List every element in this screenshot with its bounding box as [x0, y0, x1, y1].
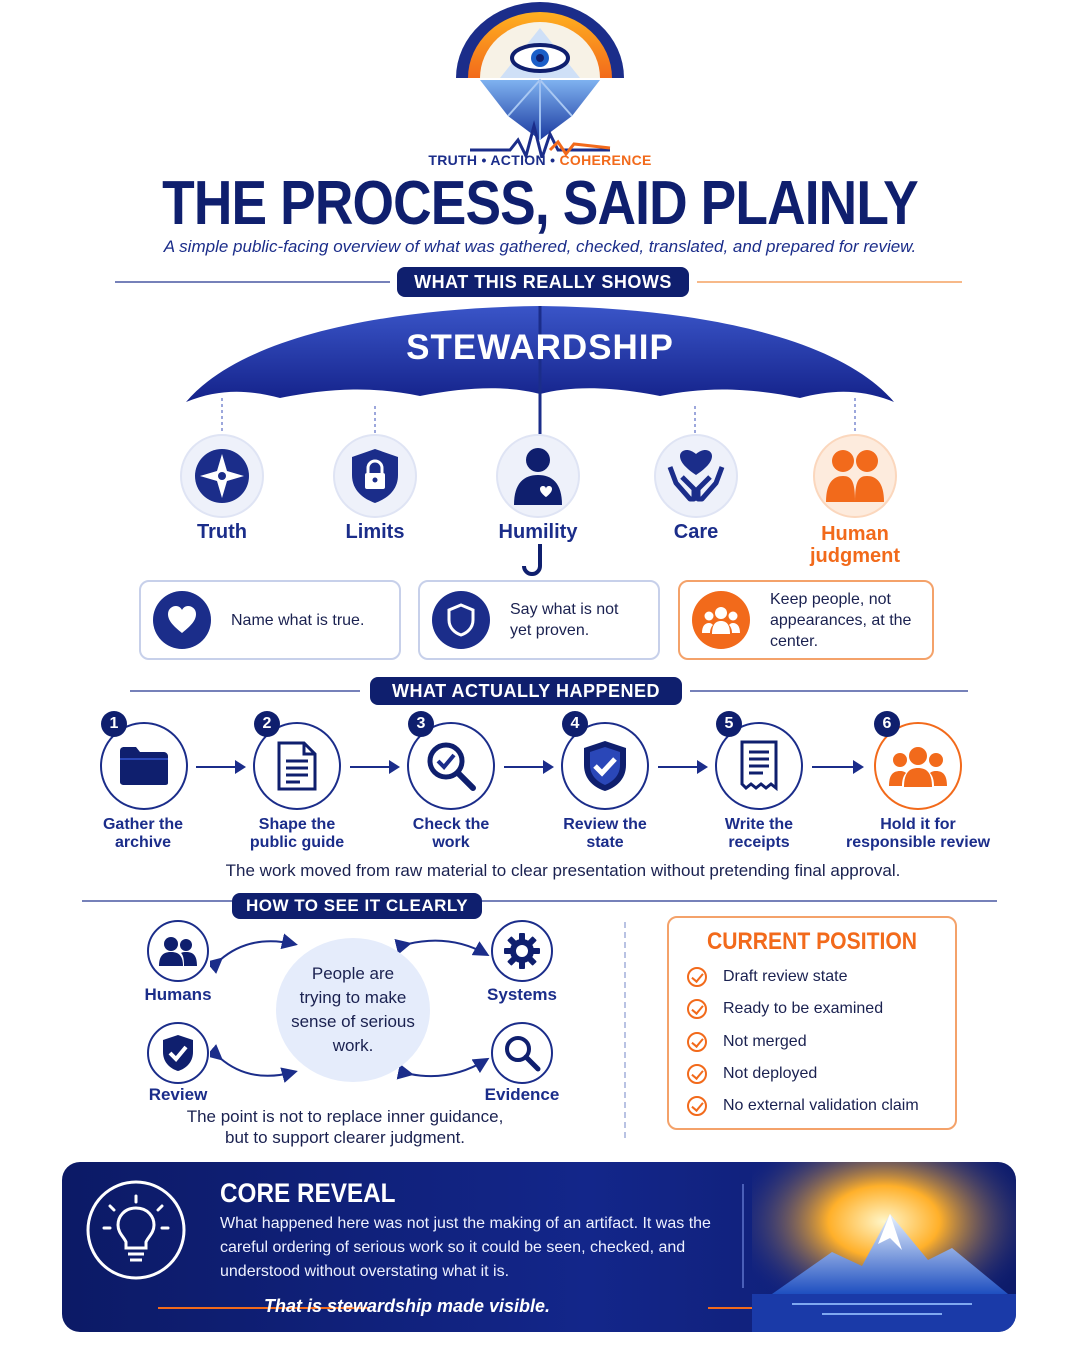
quote-rule-right	[708, 1307, 788, 1309]
tagline-truth: TRUTH	[428, 152, 478, 168]
virtue-label-human-judgment: Human judgment	[810, 523, 900, 567]
principle-card: Say what is not yet proven.	[418, 580, 660, 660]
node-label: Review	[148, 1085, 208, 1104]
arrow-right-icon	[196, 760, 246, 774]
check-circle-icon	[687, 999, 707, 1019]
shield-check-icon	[147, 1022, 209, 1084]
logo-emblem	[456, 2, 624, 158]
position-item: Ready to be examined	[687, 998, 883, 1020]
gear-icon	[491, 920, 553, 982]
principle-card: Name what is true.	[139, 580, 401, 660]
card-text: Say what is not yet proven.	[510, 601, 619, 639]
center-bubble: People are trying to make sense of serio…	[276, 938, 430, 1082]
tagline-separator: •	[481, 152, 487, 168]
node-label: Evidence	[484, 1085, 560, 1104]
card-text: Name what is true.	[231, 611, 365, 629]
step-number: 2	[254, 711, 280, 737]
step-number: 6	[874, 711, 900, 737]
divider-left	[115, 281, 390, 283]
tagline: TRUTH • ACTION • COHERENCE	[0, 152, 1080, 168]
core-reveal-body: What happened here was not just the maki…	[220, 1215, 711, 1280]
check-circle-icon	[687, 1032, 707, 1052]
step-number: 5	[716, 711, 742, 737]
divider-left	[82, 900, 232, 902]
step-number: 3	[408, 711, 434, 737]
page-title: THE PROCESS, SAID PLAINLY	[162, 169, 919, 238]
section-heading-shows: WHAT THIS REALLY SHOWS	[397, 267, 689, 297]
node-label: Systems	[487, 985, 557, 1004]
shield-icon	[432, 591, 490, 649]
umbrella-graphic	[186, 306, 894, 576]
position-item: Not merged	[687, 1031, 807, 1053]
virtue-label: Humility	[498, 521, 578, 543]
lightbulb-icon	[86, 1180, 186, 1280]
virtue-label: Truth	[197, 521, 247, 543]
virtue-label: Limits	[345, 521, 405, 543]
arrow-right-icon	[658, 760, 708, 774]
hands-heart-icon	[654, 434, 738, 518]
current-position-title: CURRENT POSITION	[706, 928, 918, 955]
core-reveal-quote: That is stewardship made visible.	[263, 1296, 551, 1316]
divider-right	[690, 690, 968, 692]
tagline-coherence: COHERENCE	[559, 152, 652, 168]
check-circle-icon	[687, 1096, 707, 1116]
core-reveal-title: CORE REVEAL	[220, 1178, 396, 1208]
tagline-separator: •	[550, 152, 556, 168]
core-reveal-panel: CORE REVEAL What happened here was not j…	[62, 1162, 1016, 1332]
umbrella-label: STEWARDSHIP	[406, 328, 674, 367]
step-number: 1	[101, 711, 127, 737]
compass-star-icon	[180, 434, 264, 518]
magnifier-icon	[491, 1022, 553, 1084]
arrow-right-icon	[350, 760, 400, 774]
arrow-right-icon	[812, 760, 864, 774]
arrow-right-icon	[504, 760, 554, 774]
flow-summary: The work moved from raw material to clea…	[225, 861, 901, 880]
position-item: Not deployed	[687, 1063, 817, 1085]
section-heading-happened: WHAT ACTUALLY HAPPENED	[370, 677, 682, 705]
quote-rule-left	[158, 1307, 368, 1309]
position-item: No external validation claim	[687, 1095, 919, 1117]
current-position-card: CURRENT POSITION Draft review state Read…	[667, 916, 957, 1130]
card-text: Keep people, not appearances, at the cen…	[770, 590, 912, 650]
shield-lock-icon	[333, 434, 417, 518]
heart-icon	[153, 591, 211, 649]
shield-check-icon	[561, 722, 649, 810]
divider-right	[697, 281, 962, 283]
cycle-arrows	[210, 933, 490, 1083]
vertical-divider	[624, 922, 626, 1138]
mountain-sunrise-illustration	[752, 1162, 1016, 1332]
principle-card: Keep people, not appearances, at the cen…	[678, 580, 934, 660]
node-label: Humans	[144, 985, 212, 1004]
tagline-action: ACTION	[490, 152, 546, 168]
section-heading-see: HOW TO SEE IT CLEARLY	[232, 893, 482, 919]
virtue-label: Care	[673, 521, 719, 543]
person-heart-icon	[496, 434, 580, 518]
position-item: Draft review state	[687, 966, 847, 988]
see-footer: The point is not to replace inner guidan…	[186, 1107, 504, 1147]
page-subtitle: A simple public-facing overview of what …	[163, 237, 917, 256]
people-icon	[813, 434, 897, 518]
divider-left	[130, 690, 360, 692]
divider-right	[482, 900, 997, 902]
panel-divider	[742, 1184, 744, 1288]
check-circle-icon	[687, 967, 707, 987]
group-icon	[692, 591, 750, 649]
check-circle-icon	[687, 1064, 707, 1084]
people-icon	[147, 920, 209, 982]
step-number: 4	[562, 711, 588, 737]
